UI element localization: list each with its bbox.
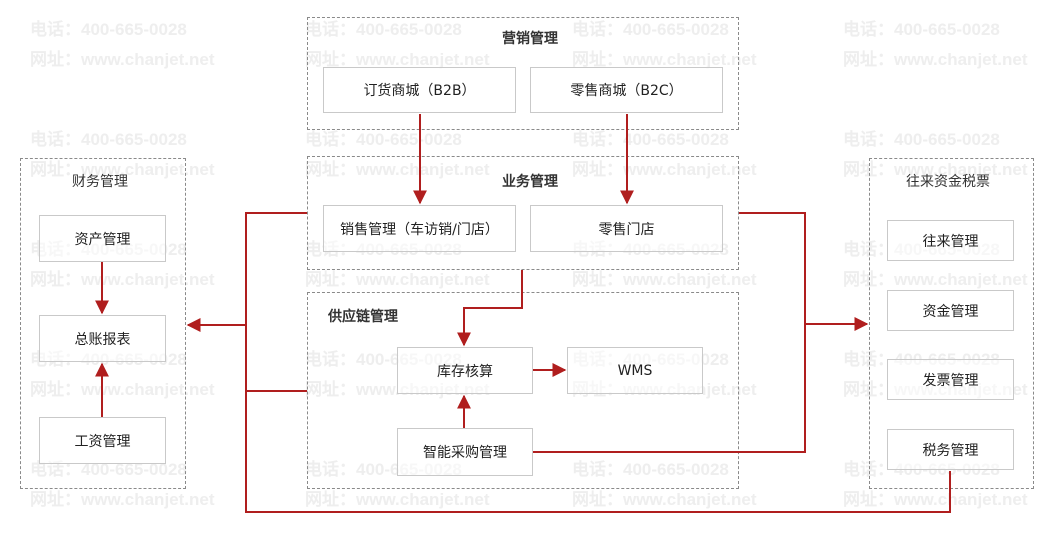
edge-supply-to-ledger	[245, 325, 307, 392]
smart-procurement-node: 智能采购管理	[397, 428, 533, 476]
edge-sales-to-inventory	[457, 270, 523, 347]
finance-group-title: 财务管理	[72, 174, 128, 190]
wms-node: WMS	[567, 347, 703, 394]
finance-group	[20, 158, 186, 489]
sales-management-node: 销售管理（车访销/门店）	[323, 205, 516, 252]
payroll-management-node: 工资管理	[39, 417, 166, 464]
edge-business-to-ledger	[186, 212, 307, 332]
tax-management-node: 税务管理	[887, 429, 1014, 470]
business-group	[307, 156, 739, 270]
asset-management-node: 资产管理	[39, 215, 166, 262]
retail-mall-node: 零售商城（B2C）	[530, 67, 723, 113]
general-ledger-report-node: 总账报表	[39, 315, 166, 362]
order-mall-node: 订货商城（B2B）	[323, 67, 516, 113]
supply-chain-group-title: 供应链管理	[328, 309, 398, 325]
funds-tax-group-title: 往来资金税票	[906, 174, 990, 190]
invoice-management-node: 发票管理	[887, 359, 1014, 400]
edge-procurement-to-funds-tax	[533, 324, 806, 453]
inventory-accounting-node: 库存核算	[397, 347, 533, 394]
marketing-group-title: 营销管理	[502, 31, 558, 47]
marketing-group	[307, 17, 739, 130]
receivables-payables-node: 往来管理	[887, 220, 1014, 261]
funds-tax-group	[869, 158, 1034, 489]
retail-store-node: 零售门店	[530, 205, 723, 252]
edge-business-to-funds-tax	[739, 212, 869, 331]
business-group-title: 业务管理	[502, 174, 558, 190]
edge-tax-to-finance	[245, 391, 951, 513]
fund-management-node: 资金管理	[887, 290, 1014, 331]
